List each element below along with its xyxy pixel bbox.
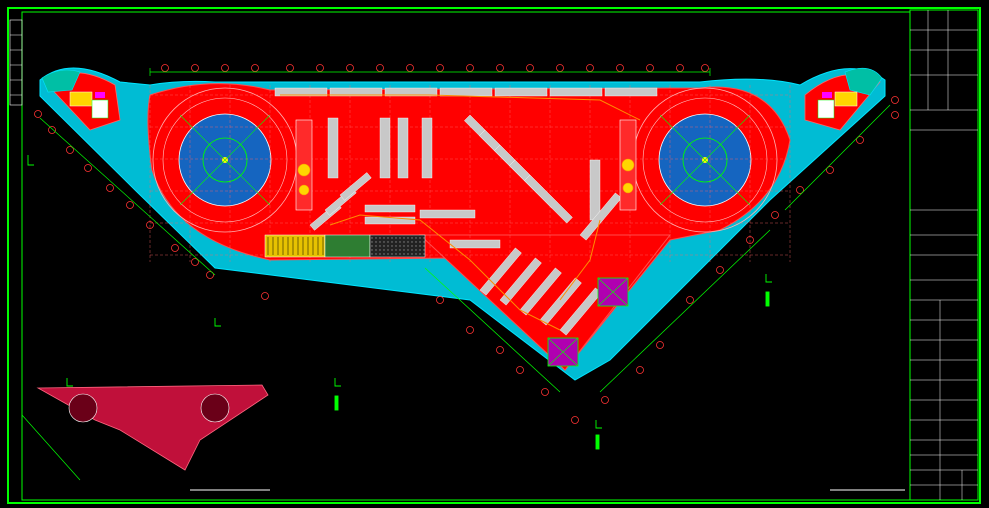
grid-bubble (676, 64, 684, 72)
grid-bubble (526, 64, 534, 72)
grid-bubble (221, 64, 229, 72)
grid-bubble (826, 166, 834, 174)
shelf-unit (329, 87, 383, 97)
shelf-unit (439, 87, 493, 97)
shelf-unit (339, 172, 372, 201)
service-core-left (295, 119, 313, 211)
shelf-unit (539, 277, 582, 326)
grid-bubble (126, 201, 134, 209)
shelf-unit (524, 174, 573, 224)
grid-bubble (701, 64, 709, 72)
grid-bubble (171, 244, 179, 252)
stair-core-right (817, 91, 858, 119)
grid-bubble (466, 326, 474, 334)
left-rotunda (152, 87, 298, 233)
shelf-unit (364, 204, 416, 213)
grid-bubble (146, 221, 154, 229)
drawing-frame (7, 7, 981, 504)
grid-bubble (84, 164, 92, 172)
grid-bubble (716, 266, 724, 274)
grid-bubble (436, 296, 444, 304)
grid-bubble (346, 64, 354, 72)
shelf-unit (384, 87, 438, 97)
grid-bubble (771, 211, 779, 219)
service-core-right (619, 119, 637, 211)
grid-bubble (66, 146, 74, 154)
stair-core-left (69, 91, 109, 119)
level-markers (27, 155, 772, 450)
grid-bubble (571, 416, 579, 424)
grid-bubbles (34, 64, 899, 424)
grid-bubble (286, 64, 294, 72)
grid-bubble (496, 64, 504, 72)
grid-bubble (556, 64, 564, 72)
shelf-unit (519, 267, 562, 316)
title-block (909, 9, 979, 501)
grid-bubble (466, 64, 474, 72)
grid-bubble (251, 64, 259, 72)
shelf-unit (379, 117, 391, 179)
shelf-unit (397, 117, 409, 179)
grid-bubble (261, 292, 269, 300)
grid-bubble (436, 64, 444, 72)
floor-plan (34, 64, 899, 424)
grid-bubble (161, 64, 169, 72)
grid-bubble (106, 184, 114, 192)
circulation-routes (280, 94, 641, 331)
grid-bubble (541, 388, 549, 396)
shelf-unit (327, 117, 339, 179)
shelf-unit (494, 87, 548, 97)
shelf-unit (604, 87, 658, 97)
grid-bubble (616, 64, 624, 72)
shelf-unit (549, 87, 603, 97)
right-rotunda (632, 87, 778, 233)
grid-bubble (656, 341, 664, 349)
dimension-lines (39, 68, 891, 393)
grid-bubble (746, 236, 754, 244)
grid-bubble (376, 64, 384, 72)
grid-bubble (586, 64, 594, 72)
shelf-unit (589, 159, 601, 221)
binding-strip (9, 19, 23, 106)
hatched-zone (264, 234, 426, 258)
grid-bubble (206, 271, 214, 279)
key-plan (21, 384, 270, 491)
grid-bubble (796, 186, 804, 194)
grid-bubble (686, 296, 694, 304)
grid-bubble (191, 64, 199, 72)
grid-bubble (646, 64, 654, 72)
grid-bubble (516, 366, 524, 374)
shelf-unit (579, 192, 622, 241)
grid-bubble (891, 96, 899, 104)
shelf-unit (479, 247, 522, 296)
grid-bubble (48, 126, 56, 134)
shelf-unit (499, 257, 542, 306)
grid-bubble (191, 258, 199, 266)
shelf-unit (449, 239, 501, 249)
shelf-unit (419, 209, 476, 219)
shelving-fixtures (274, 87, 658, 336)
grid-bubble (496, 346, 504, 354)
grid-bubble (891, 111, 899, 119)
grid-bubble (406, 64, 414, 72)
equipment-pads (547, 277, 629, 367)
grid-bubble (636, 366, 644, 374)
grid-bubble (601, 396, 609, 404)
grid-bubble (34, 110, 42, 118)
shelf-unit (421, 117, 433, 179)
grid-bubble (316, 64, 324, 72)
grid-bubble (856, 136, 864, 144)
shelf-unit (274, 87, 328, 97)
shelf-unit (364, 216, 416, 225)
